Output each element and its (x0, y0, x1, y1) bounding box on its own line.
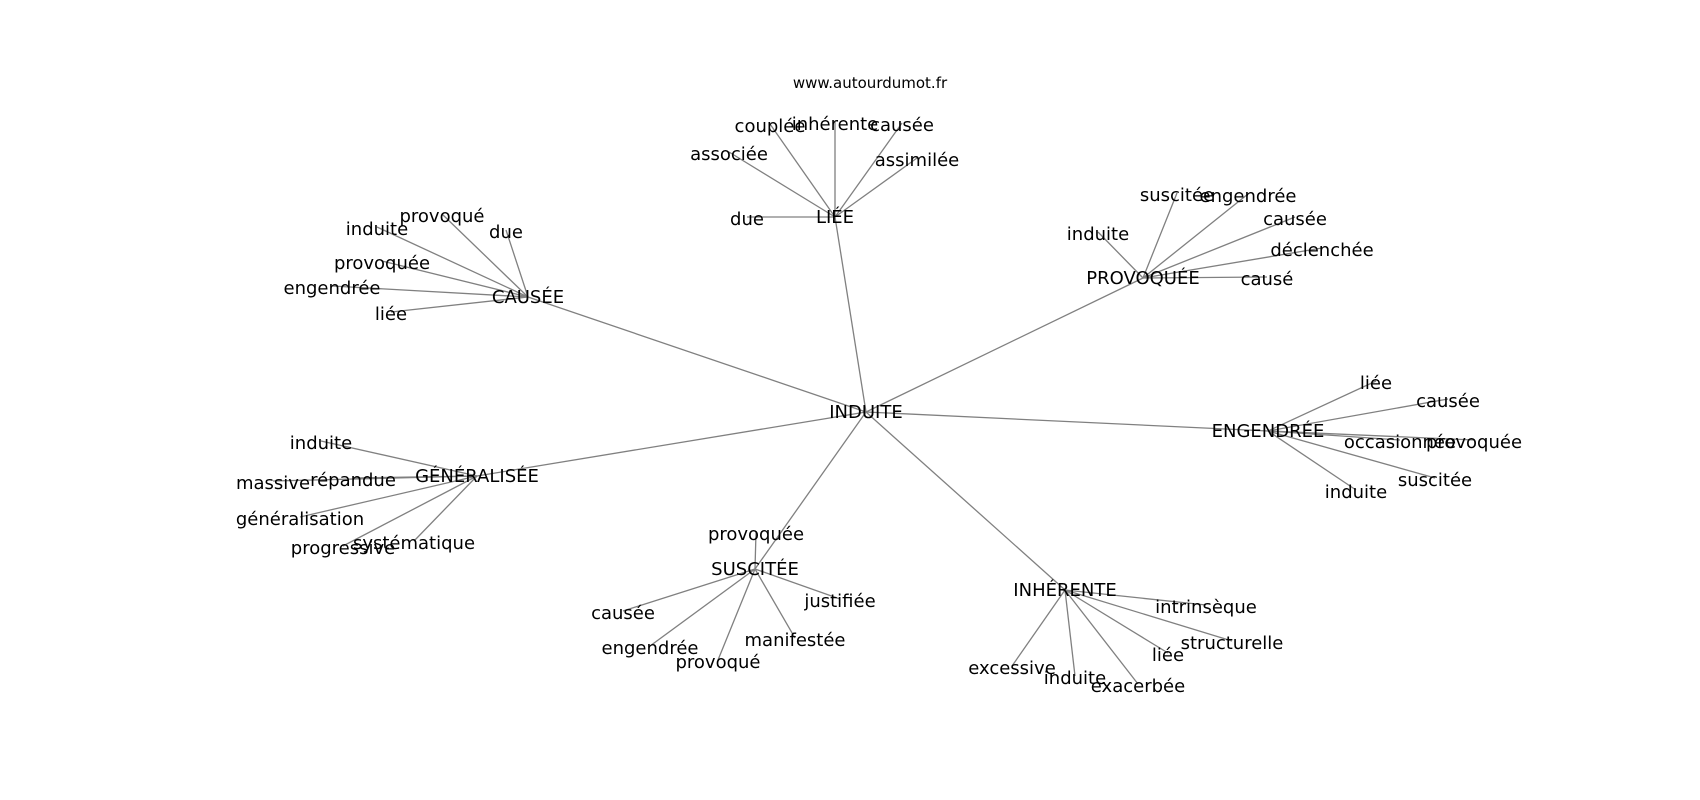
edge-suscitee-justifiee (754, 568, 841, 600)
leaf-node-generalisee-generalisation: généralisation (236, 509, 364, 530)
leaf-node-liee-associee: associée (690, 144, 768, 165)
edge-causee-due (505, 229, 529, 298)
leaf-node-suscitee-justifiee: justifiée (803, 591, 875, 612)
leaf-node-provoquee-induite: induite (1067, 224, 1129, 245)
leaf-node-engendree-provoquee: provoquée (1426, 432, 1522, 453)
edge-inherente-liee (1064, 589, 1169, 654)
edge-inherente-intrinseque (1064, 589, 1207, 606)
hub-node-suscitee: SUSCITÉE (711, 558, 799, 580)
edge-center-engendree (865, 411, 1269, 432)
leaf-node-provoquee-suscitee: suscitée (1140, 185, 1214, 206)
edge-liee-associee (728, 151, 836, 218)
edge-center-liee (834, 216, 867, 413)
edge-inherente-exacerbee (1064, 589, 1139, 685)
leaf-node-causee-induite: induite (346, 219, 408, 240)
leaf-node-provoquee-cause: causé (1241, 269, 1294, 290)
edge-generalisee-repandue (352, 475, 478, 479)
edge-provoquee-suscitee (1142, 192, 1178, 279)
edge-generalisee-progressive (342, 475, 478, 547)
leaf-node-engendree-causee: causée (1416, 391, 1480, 412)
hub-node-generalisee: GÉNÉRALISÉE (415, 465, 539, 487)
edge-causee-liee (390, 296, 529, 313)
leaf-node-suscitee-causee: causée (591, 603, 655, 624)
leaf-node-causee-provoque: provoqué (399, 206, 484, 227)
edge-provoquee-engendree (1142, 193, 1249, 279)
edge-engendree-liee (1267, 380, 1377, 432)
leaf-node-liee-due: due (730, 209, 764, 230)
hub-node-causee: CAUSÉE (492, 286, 564, 308)
center-node-label: INDUITE (829, 402, 903, 423)
leaf-node-engendree-occasionnee: occasionnée (1344, 432, 1456, 453)
edge-inherente-structurelle (1064, 589, 1233, 642)
leaf-node-provoquee-declenchee: déclenchée (1270, 240, 1373, 261)
edge-engendree-induite (1267, 430, 1357, 491)
leaf-node-inherente-intrinseque: intrinsèque (1155, 597, 1257, 618)
leaf-node-generalisee-massive: massive (236, 473, 310, 494)
edge-provoquee-declenchee (1142, 247, 1323, 279)
edge-liee-couplee (769, 123, 836, 218)
edge-engendree-provoquee (1267, 430, 1475, 441)
edge-liee-causee (834, 122, 903, 218)
edge-center-causee (527, 296, 867, 413)
leaf-node-generalisee-induite: induite (290, 433, 352, 454)
leaf-node-engendree-suscitee: suscitée (1398, 470, 1472, 491)
leaf-node-causee-liee: liée (375, 304, 407, 325)
leaf-node-causee-provoquee: provoquée (334, 253, 430, 274)
edge-provoquee-causee (1142, 216, 1296, 279)
leaf-node-suscitee-provoquee: provoquée (708, 524, 804, 545)
leaf-node-suscitee-engendree: engendrée (602, 638, 699, 659)
edge-inherente-excessive (1011, 589, 1066, 667)
leaf-node-inherente-exacerbee: exacerbée (1091, 676, 1185, 697)
leaf-node-engendree-induite: induite (1325, 482, 1387, 503)
leaf-node-provoquee-causee: causée (1263, 209, 1327, 230)
hub-node-liee: LIÉE (816, 206, 854, 228)
edges (272, 122, 1475, 685)
hub-node-inherente: INHÉRENTE (1013, 579, 1116, 601)
edge-engendree-causee (1267, 398, 1449, 432)
edge-suscitee-causee (622, 568, 756, 612)
leaf-node-liee-causee: causée (870, 115, 934, 136)
hub-node-provoquee: PROVOQUÉE (1086, 267, 1199, 289)
edge-suscitee-engendree (649, 568, 756, 647)
leaf-node-liee-assimilee: assimilée (875, 150, 959, 171)
edge-liee-assimilee (834, 157, 918, 218)
edge-causee-induite (376, 226, 529, 298)
edge-causee-provoquee (381, 260, 529, 298)
leaf-node-suscitee-manifestee: manifestée (745, 630, 846, 651)
edge-suscitee-provoque (717, 568, 756, 661)
edge-engendree-suscitee (1267, 430, 1436, 479)
leaf-node-liee-inherente: inhérente (792, 114, 879, 135)
leaf-node-generalisee-progressive: progressive (291, 538, 395, 559)
edge-suscitee-provoquee (754, 531, 757, 570)
leaf-node-provoquee-engendree: engendrée (1200, 186, 1297, 207)
site-watermark: www.autourdumot.fr (793, 74, 948, 92)
edge-causee-provoque (441, 213, 529, 298)
edge-generalisee-generalisation (299, 475, 478, 518)
edge-center-provoquee (865, 277, 1144, 413)
edge-suscitee-manifestee (754, 568, 796, 639)
edge-center-generalisee (476, 411, 867, 477)
leaf-node-causee-engendree: engendrée (284, 278, 381, 299)
leaf-node-generalisee-systematique: systématique (353, 533, 475, 554)
leaf-node-inherente-induite: induite (1044, 668, 1106, 689)
leaf-node-inherente-excessive: excessive (968, 658, 1056, 679)
leaf-node-liee-couplee: couplée (735, 116, 806, 137)
leaf-node-inherente-liee: liée (1152, 645, 1184, 666)
edge-generalisee-induite (320, 440, 478, 477)
hub-node-engendree: ENGENDRÉE (1212, 420, 1325, 442)
leaf-node-causee-due: due (489, 222, 523, 243)
leaf-node-generalisee-repandue: répandue (310, 470, 396, 491)
leaf-node-engendree-liee: liée (1360, 373, 1392, 394)
edge-provoquee-induite (1097, 231, 1144, 279)
edge-provoquee-cause (1142, 276, 1268, 279)
leaf-node-suscitee-provoque: provoqué (675, 652, 760, 673)
edge-causee-engendree (331, 285, 529, 298)
labels: www.autourdumot.fr INDUITE LIÉE coupléeinh… (236, 74, 1522, 697)
edge-inherente-induite (1064, 589, 1076, 677)
edge-center-inherente (865, 411, 1066, 591)
edge-center-suscitee (754, 411, 867, 570)
edge-generalisee-systematique (413, 475, 478, 542)
leaf-node-inherente-structurelle: structurelle (1181, 633, 1284, 654)
